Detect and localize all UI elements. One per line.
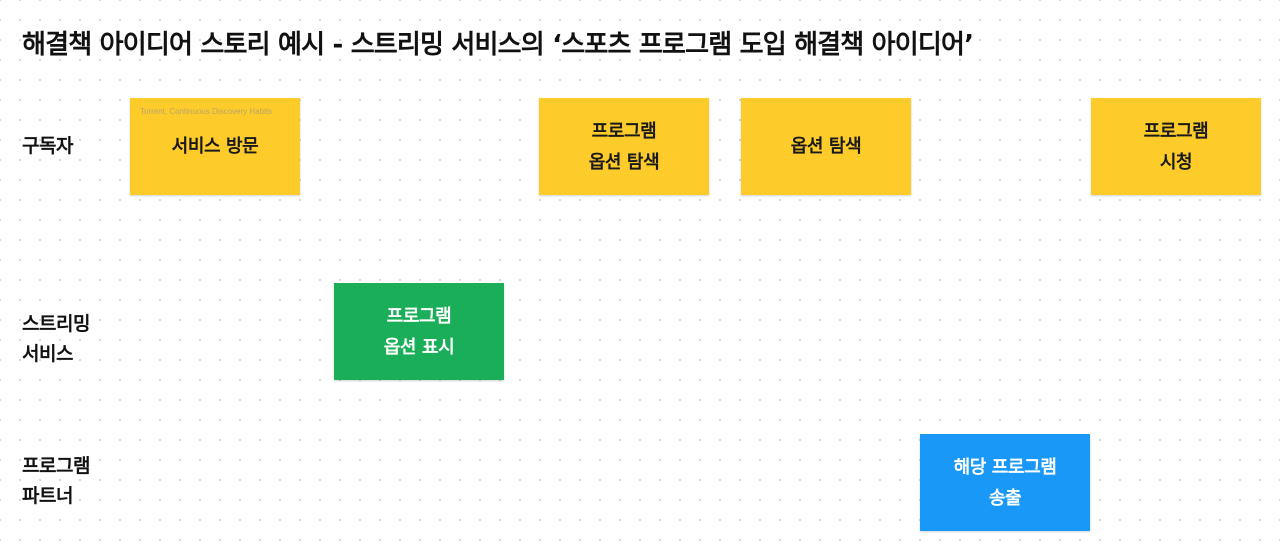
sticky-program-watch[interactable]: 프로그램 시청 [1091,98,1261,195]
sticky-text: 프로그램 [1143,120,1209,142]
lane-label-line: 구독자 [22,135,73,157]
sticky-text: 옵션 탐색 [790,136,862,157]
lane-label-line: 프로그램 [22,455,90,477]
sticky-service-visit[interactable]: Torrent, Continuous Discovery Habits 서비스… [130,98,300,195]
sticky-option-search[interactable]: 옵션 탐색 [741,98,911,195]
sticky-program-option-display[interactable]: 프로그램 옵션 표시 [334,283,504,380]
lane-label-subscriber: 구독자 [22,131,73,161]
sticky-text: 프로그램 [386,305,452,327]
sticky-author-tag: Torrent, Continuous Discovery Habits [140,107,273,116]
lane-label-streaming-service: 스트리밍 서비스 [22,309,90,369]
sticky-program-option-search[interactable]: 프로그램 옵션 탐색 [539,98,709,195]
lane-label-program-partner: 프로그램 파트너 [22,451,90,511]
lane-label-line: 서비스 [22,343,73,365]
sticky-text: 옵션 탐색 [588,151,660,173]
sticky-program-broadcast[interactable]: 해당 프로그램 송출 [920,434,1090,531]
sticky-text: 송출 [988,487,1022,509]
sticky-text: 옵션 표시 [383,336,455,358]
lane-label-line: 스트리밍 [22,313,90,335]
sticky-text: 프로그램 [591,120,657,142]
lane-label-line: 파트너 [22,485,73,507]
page-title: 해결책 아이디어 스토리 예시 - 스트리밍 서비스의 ‘스포츠 프로그램 도입… [22,30,974,60]
sticky-text: 시청 [1159,151,1193,173]
sticky-text: 서비스 방문 [171,136,259,157]
sticky-text: 해당 프로그램 [953,456,1057,478]
